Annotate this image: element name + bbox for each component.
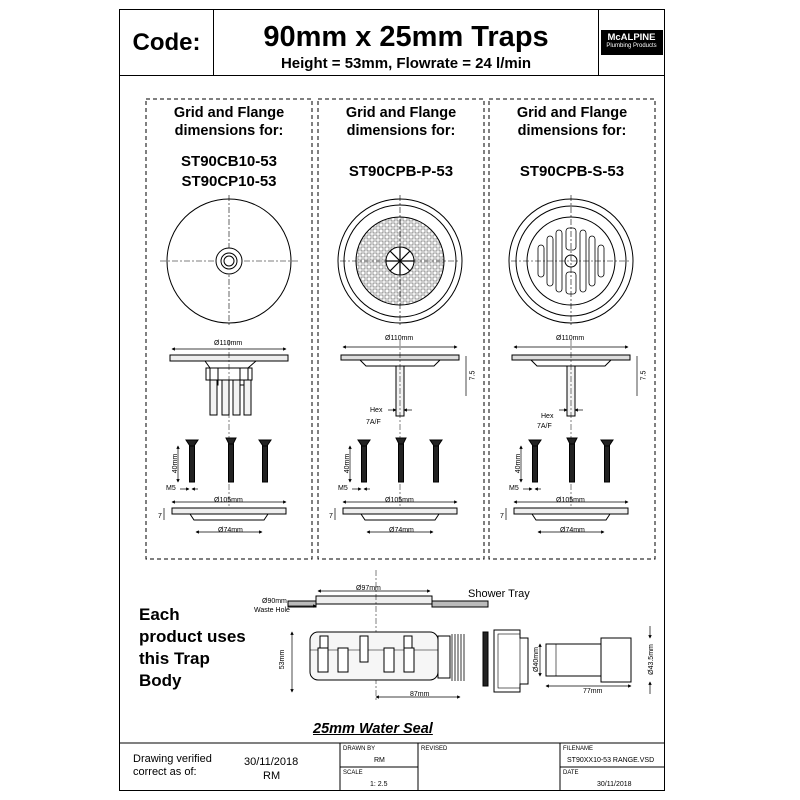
dim-label: Ø105mm (214, 497, 243, 504)
trap-flange (315, 595, 433, 605)
panel-1-codes: ST90CB10-53 ST90CP10-53 (146, 152, 312, 192)
note-line: product uses (139, 627, 246, 646)
date-label: DATE (563, 770, 579, 776)
dim-label: 7 (158, 513, 162, 520)
panel-1-heading: Grid and Flange dimensions for: (146, 104, 312, 140)
dim-label: 53mm (279, 649, 287, 670)
title-block-lines (119, 742, 665, 791)
trap-body-note: Each product uses this Trap Body (139, 604, 246, 692)
drawing-title: 90mm x 25mm Traps (263, 21, 549, 53)
panel-3-heading: Grid and Flange dimensions for: (489, 104, 655, 140)
panel-1-border (145, 98, 313, 560)
dim-label: 7A/F (537, 423, 552, 430)
dim-label: Ø74mm (560, 527, 585, 534)
verified-label-2: correct as of: (133, 766, 197, 778)
shower-tray-label: Shower Tray (468, 588, 530, 600)
filename-value: ST90XX10-53 RANGE.VSD (567, 757, 655, 764)
filename-label: FILENAME (563, 746, 594, 752)
scale-value: 1: 2.5 (370, 781, 388, 788)
dim-label: 7A/F (366, 419, 381, 426)
panel-heading-line: dimensions for: (517, 123, 627, 139)
panel-heading-line: Grid and Flange (173, 105, 285, 121)
water-seal-label: 25mm Water Seal (313, 721, 433, 737)
dim-label: Ø90mm (262, 598, 287, 605)
dim-label: Ø74mm (389, 527, 414, 534)
verified-by: RM (263, 770, 281, 782)
trap-body-drawing (287, 570, 652, 700)
dim-label: M5 (509, 485, 519, 492)
dim-label: Hex (370, 407, 383, 414)
drawing-subtitle: Height = 53mm, Flowrate = 24 l/min (280, 55, 532, 72)
panel-3-codes: ST90CPB-S-53 (489, 162, 655, 182)
panel-heading-line: Grid and Flange (345, 105, 457, 121)
dim-label: 7.5 (640, 370, 648, 381)
verified-label-1: Drawing verified (133, 753, 212, 765)
panel-heading-line: dimensions for: (346, 123, 456, 139)
drawn-by-value: RM (374, 757, 385, 764)
compression-nut (493, 629, 529, 693)
code-label: Code: (119, 9, 214, 76)
verified-date: 30/11/2018 (244, 756, 299, 768)
product-code: ST90CPB-S-53 (519, 163, 625, 180)
note-line: this Trap (139, 649, 210, 668)
panel-borders (145, 98, 656, 560)
product-code: ST90CB10-53 (181, 153, 277, 170)
note-line: Each (139, 605, 180, 624)
brand-logo: McALPINE Plumbing Products (598, 9, 665, 76)
panel-3-drawing (505, 195, 638, 534)
dim-label: 40mm (344, 453, 352, 474)
product-code: ST90CP10-53 (181, 173, 277, 190)
dim-label: Ø43.5mm (647, 644, 655, 675)
dim-label: M5 (338, 485, 348, 492)
panel-2-heading: Grid and Flange dimensions for: (318, 104, 484, 140)
dim-label: 87mm (410, 691, 430, 698)
logo-name: McALPINE (607, 32, 656, 43)
panel-heading-line: Grid and Flange (516, 105, 628, 121)
dim-label: Ø110mm (556, 335, 585, 342)
dim-label: 7 (329, 513, 333, 520)
panel-heading-line: dimensions for: (174, 123, 284, 139)
dim-label: 7.5 (469, 370, 477, 381)
revised-label: REVISED (421, 746, 448, 752)
logo-subtitle: Plumbing Products (606, 43, 657, 49)
shower-tray-right (431, 600, 489, 608)
title-box: 90mm x 25mm Traps Height = 53mm, Flowrat… (213, 9, 599, 76)
dim-label: Ø74mm (218, 527, 243, 534)
seal-washer (482, 631, 489, 687)
trap-body (309, 631, 439, 681)
dim-label: Ø97mm (356, 585, 381, 592)
outlet-pipe (545, 643, 602, 677)
panel-2-drawing (334, 195, 467, 534)
dim-label: Ø110mm (385, 335, 414, 342)
dim-label: 40mm (172, 453, 180, 474)
dim-label: 7 (500, 513, 504, 520)
panel-2-codes: ST90CPB-P-53 (318, 162, 484, 182)
dim-label: 40mm (515, 453, 523, 474)
date-value: 30/11/2018 (597, 781, 632, 788)
panel-2-border (317, 98, 485, 560)
drawn-by-label: DRAWN BY (343, 746, 376, 752)
dim-label: Ø105mm (556, 497, 585, 504)
scale-label: SCALE (343, 770, 363, 776)
panel-3-border (488, 98, 656, 560)
dim-label: Ø105mm (385, 497, 414, 504)
dim-label: 77mm (583, 688, 603, 695)
screws (185, 437, 272, 483)
note-line: Body (139, 671, 182, 690)
product-code: ST90CPB-P-53 (348, 163, 454, 180)
dim-label: M5 (166, 485, 176, 492)
dim-label: Waste Hole (254, 607, 290, 614)
dim-label: Ø110mm (214, 340, 243, 347)
dim-label: Hex (541, 413, 554, 420)
panel-1-drawing (160, 195, 298, 534)
dim-label: Ø40mm (532, 647, 540, 672)
